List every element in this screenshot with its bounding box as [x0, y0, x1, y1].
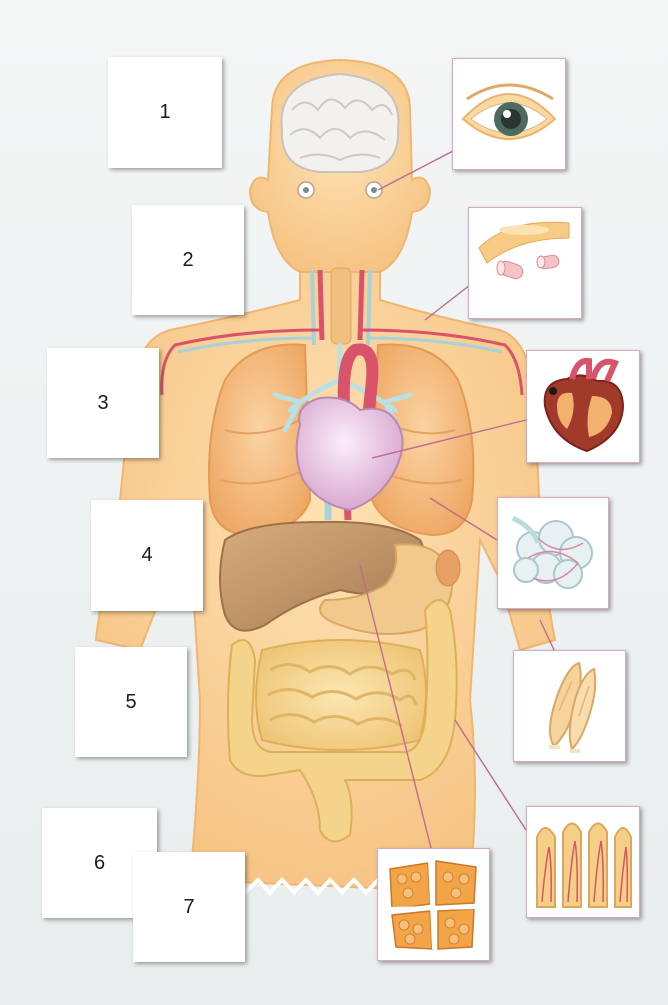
lung-alveoli-icon — [498, 498, 608, 608]
inset-blood-vessels — [468, 207, 582, 319]
blood-vessel-icon — [469, 208, 581, 318]
trachea — [331, 268, 351, 344]
label-number: 5 — [125, 691, 136, 714]
label-box-3[interactable]: 3 — [47, 348, 159, 458]
inset-muscle — [513, 650, 626, 762]
intestinal-villi-icon — [527, 807, 639, 917]
label-number: 2 — [182, 249, 193, 272]
label-number: 1 — [159, 101, 170, 124]
inset-liver-tissue — [377, 848, 490, 961]
small-intestine — [256, 640, 426, 750]
inset-alveoli — [497, 497, 609, 609]
liver-tissue-icon — [378, 849, 489, 960]
label-box-5[interactable]: 5 — [75, 647, 187, 757]
eye-icon — [453, 59, 565, 169]
label-number: 3 — [97, 392, 108, 415]
label-box-4[interactable]: 4 — [91, 500, 203, 611]
spleen — [436, 550, 460, 586]
brain — [281, 74, 398, 172]
label-box-2[interactable]: 2 — [132, 205, 244, 315]
inset-villi — [526, 806, 640, 918]
inset-heart — [526, 350, 640, 463]
muscle-fiber-icon — [514, 651, 625, 761]
label-number: 6 — [94, 852, 105, 875]
inset-eye — [452, 58, 566, 170]
label-box-7[interactable]: 7 — [133, 852, 245, 962]
label-number: 7 — [183, 896, 194, 919]
label-box-1[interactable]: 1 — [108, 57, 222, 168]
label-number: 4 — [141, 544, 152, 567]
heart-cross-section-icon — [527, 351, 639, 462]
